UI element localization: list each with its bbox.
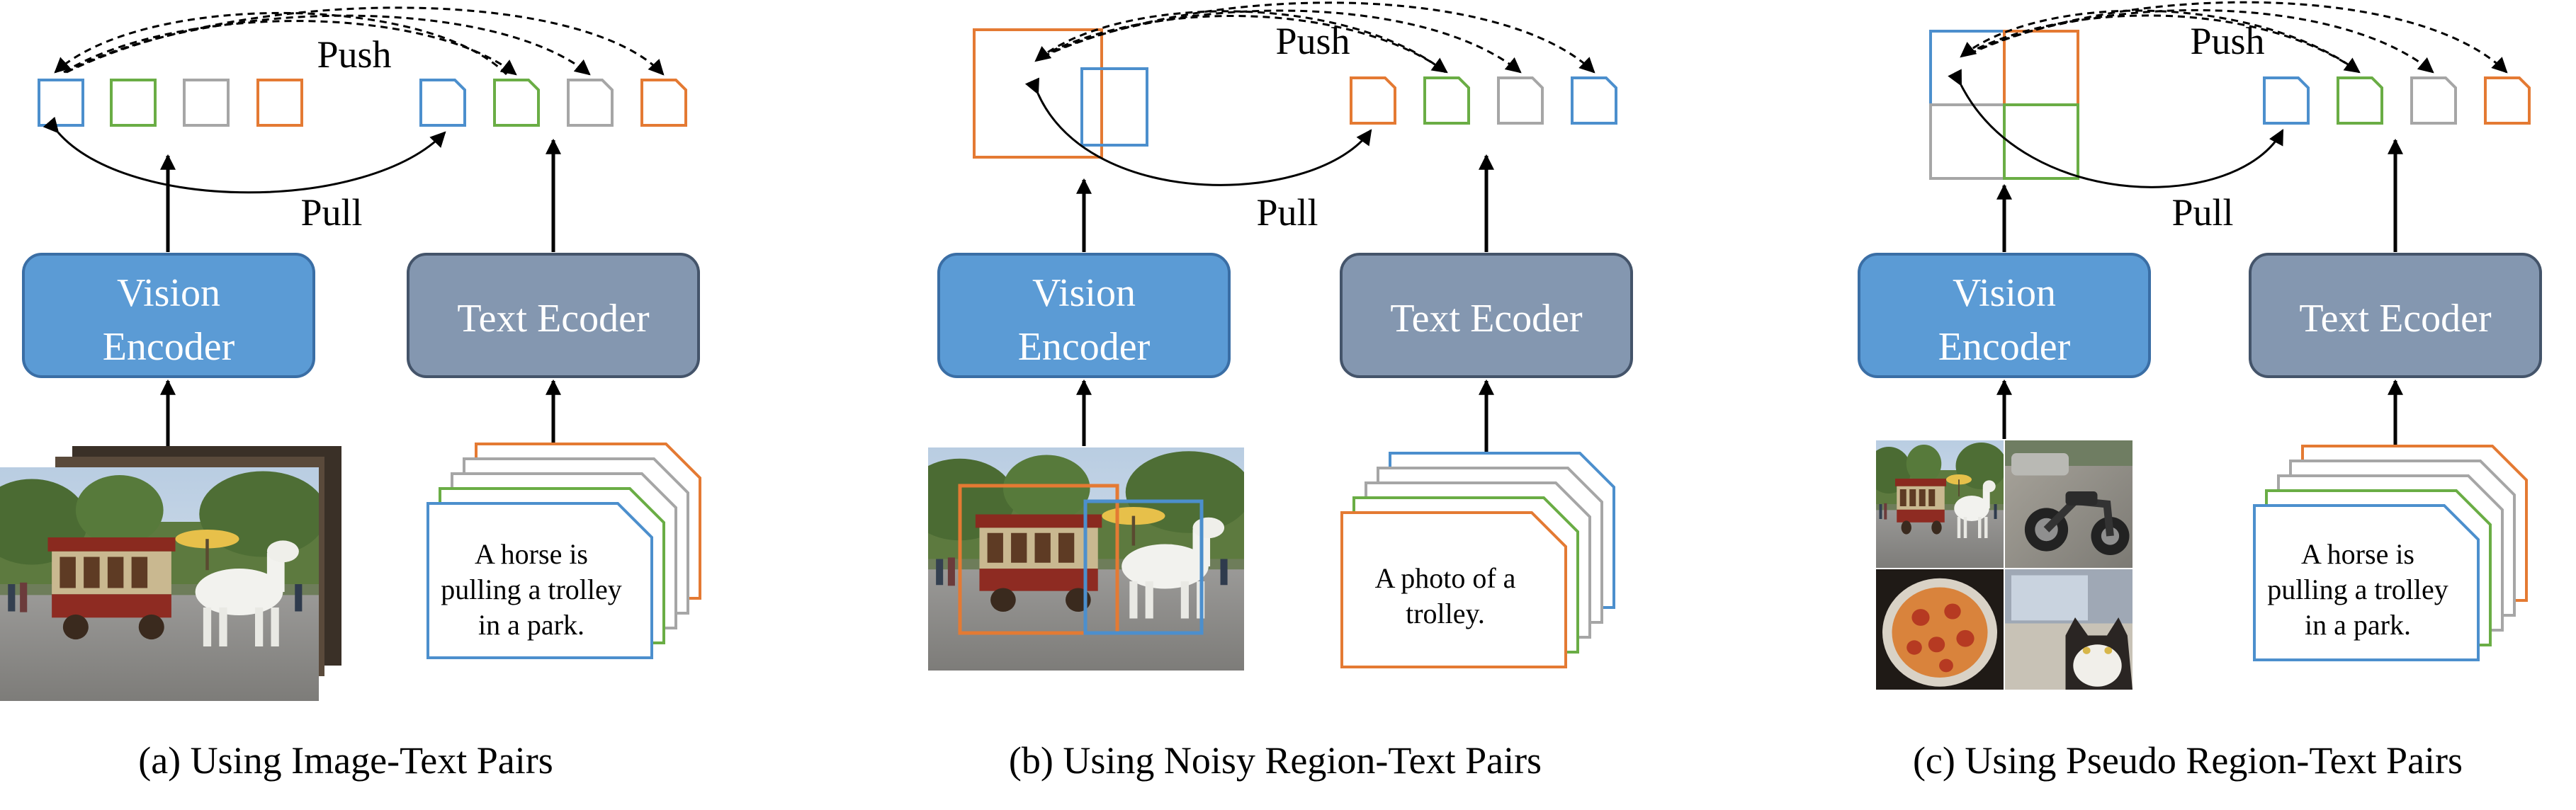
vision-encoder-line1: Vision: [1953, 271, 2056, 315]
photo-stack-icon: [0, 446, 341, 701]
image-mosaic: [1876, 440, 2132, 690]
push-arrows: [1034, 1, 1595, 74]
image-token-gray: [183, 79, 230, 127]
vision-encoder: Vision Encoder: [22, 253, 315, 378]
text-card-stack: A horse is pulling a trolley in a park.: [426, 443, 701, 659]
text-token-blue: [2263, 76, 2310, 125]
region-token-orange: [2003, 30, 2079, 106]
text-card-line2: trolley.: [1406, 598, 1485, 629]
image-token-green: [110, 79, 157, 127]
vision-encoder-line2: Encoder: [1938, 325, 2071, 369]
text-card-line3: in a park.: [478, 609, 584, 641]
text-token-orange: [1350, 76, 1396, 125]
vision-encoder-line1: Vision: [117, 271, 220, 315]
push-arrows: [54, 6, 665, 76]
region-token-gray: [1929, 103, 2006, 180]
pull-label: Pull: [2171, 191, 2233, 234]
pull-arrow: [1948, 69, 2284, 188]
text-token-gray: [2410, 76, 2457, 125]
region-box-blue: [1083, 499, 1204, 635]
region-box-orange: [958, 484, 1119, 635]
trolley-photo-icon: [1876, 440, 2004, 568]
panel-b: Push Pull Vision Encoder Text Ecoder: [928, 1, 1633, 782]
text-encoder-label: Text Ecoder: [1390, 297, 1583, 341]
caption-c: (c) Using Pseudo Region-Text Pairs: [1913, 739, 2463, 782]
text-token-orange: [2484, 76, 2531, 125]
text-encoder-label: Text Ecoder: [457, 297, 650, 341]
cat-photo-icon: [2005, 569, 2132, 690]
text-encoder: Text Ecoder: [407, 253, 700, 378]
vision-encoder-line2: Encoder: [1018, 325, 1151, 369]
text-encoder-label: Text Ecoder: [2299, 297, 2492, 341]
text-token-blue: [419, 79, 466, 127]
text-card-line2: pulling a trolley: [441, 574, 622, 605]
caption-b: (b) Using Noisy Region-Text Pairs: [1009, 739, 1542, 782]
image-token-orange: [256, 79, 303, 127]
image-token-blue: [38, 79, 84, 127]
text-card-stack: A photo of a trolley.: [1340, 452, 1615, 668]
vision-encoder: Vision Encoder: [1858, 253, 2151, 378]
pull-arrow: [1024, 77, 1372, 186]
text-card-line1: A photo of a: [1375, 562, 1516, 594]
text-token-green: [2337, 76, 2383, 125]
vision-encoder: Vision Encoder: [937, 253, 1231, 378]
motorcycle-photo-icon: [2005, 440, 2132, 568]
panel-a: Push Pull Vision Encoder Text Ecoder: [0, 6, 701, 782]
text-token-gray: [567, 79, 614, 127]
caption-a: (a) Using Image-Text Pairs: [138, 739, 553, 782]
text-card-line2: pulling a trolley: [2267, 574, 2448, 605]
panel-c: Push Pull Vision Encoder Text Ecoder: [1858, 1, 2542, 782]
region-token-green: [2003, 103, 2079, 180]
vision-encoder-line2: Encoder: [103, 325, 235, 369]
text-card-line1: A horse is: [475, 538, 588, 570]
text-token-green: [1423, 76, 1470, 125]
vision-encoder-line1: Vision: [1032, 271, 1136, 315]
text-token-green: [493, 79, 540, 127]
pizza-photo-icon: [1876, 569, 2004, 690]
text-encoder: Text Ecoder: [2249, 253, 2542, 378]
text-card-stack: A horse is pulling a trolley in a park.: [2253, 445, 2528, 661]
push-label: Push: [317, 33, 391, 76]
text-token-orange: [640, 79, 687, 127]
push-label: Push: [2190, 20, 2264, 62]
pull-arrow: [43, 116, 446, 194]
trolley-photo-icon: [928, 447, 1244, 671]
text-card-line1: A horse is: [2301, 538, 2414, 570]
text-token-blue: [1571, 76, 1617, 125]
pull-label: Pull: [1256, 191, 1318, 234]
pull-label: Pull: [300, 191, 362, 234]
push-label: Push: [1275, 20, 1350, 62]
text-token-gray: [1497, 76, 1544, 125]
text-encoder: Text Ecoder: [1340, 253, 1633, 378]
text-card-line3: in a park.: [2305, 609, 2411, 641]
push-arrows: [1960, 1, 2508, 74]
